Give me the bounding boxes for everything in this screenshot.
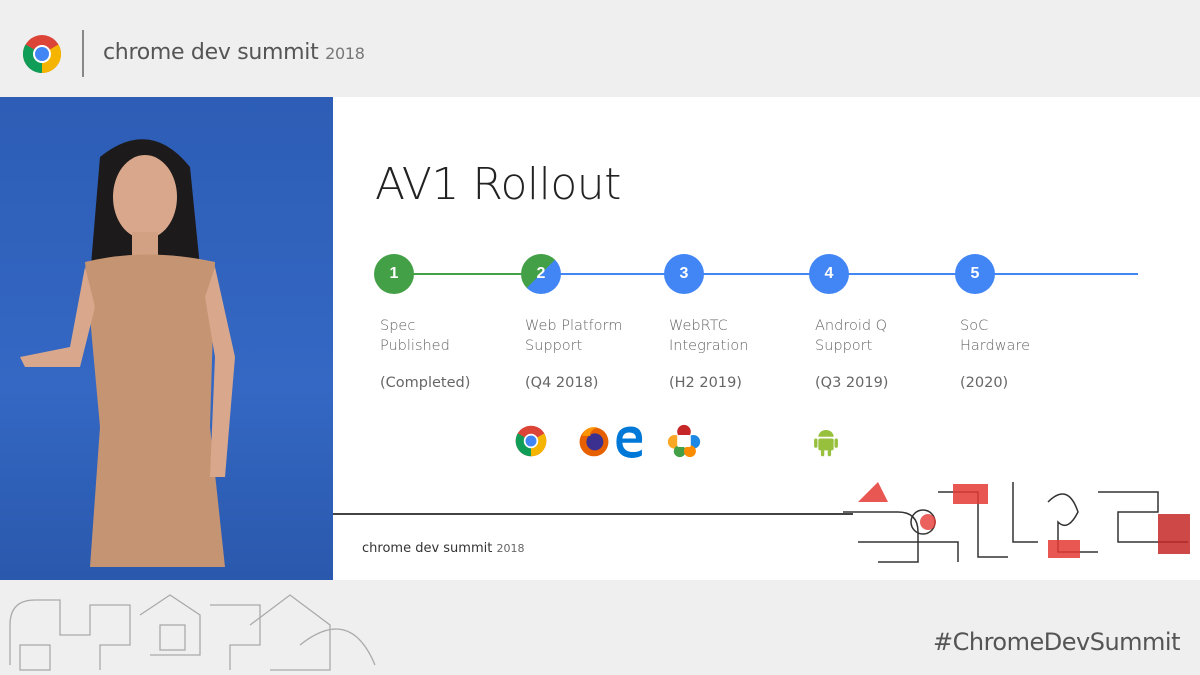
event-hashtag: #ChromeDevSummit bbox=[933, 628, 1180, 656]
footer-decoration bbox=[9, 594, 376, 671]
chrome-logo-icon bbox=[22, 35, 62, 74]
event-title: chrome dev summit 2018 bbox=[103, 40, 365, 65]
step-4-date: (Q3 2019) bbox=[815, 375, 889, 391]
step-5-marker: 5 bbox=[955, 254, 995, 294]
step-2-date: (Q4 2018) bbox=[525, 375, 599, 391]
timeline-line-complete bbox=[394, 273, 541, 275]
step-2-marker: 2 bbox=[521, 254, 561, 294]
step-1-date: (Completed) bbox=[380, 375, 471, 391]
chrome-browser-icon bbox=[515, 425, 547, 457]
slide-footer-brand: chrome dev summit 2018 bbox=[362, 541, 525, 556]
step-5-date: (2020) bbox=[960, 375, 1009, 391]
speaker-figure bbox=[20, 139, 235, 567]
step-1-marker: 1 bbox=[374, 254, 414, 294]
step-3-date: (H2 2019) bbox=[669, 375, 742, 391]
header-divider bbox=[82, 30, 84, 77]
header: chrome dev summit 2018 bbox=[0, 0, 1200, 97]
firefox-icon bbox=[579, 427, 609, 457]
speaker-video bbox=[0, 97, 333, 580]
slide-title: AV1 Rollout bbox=[375, 159, 621, 210]
edge-icon bbox=[616, 426, 643, 458]
webrtc-icon bbox=[667, 424, 701, 458]
slide-baseline bbox=[333, 513, 853, 515]
step-4-marker: 4 bbox=[809, 254, 849, 294]
step-3-marker: 3 bbox=[664, 254, 704, 294]
android-icon bbox=[814, 429, 838, 457]
decorative-illustration bbox=[843, 482, 1190, 563]
